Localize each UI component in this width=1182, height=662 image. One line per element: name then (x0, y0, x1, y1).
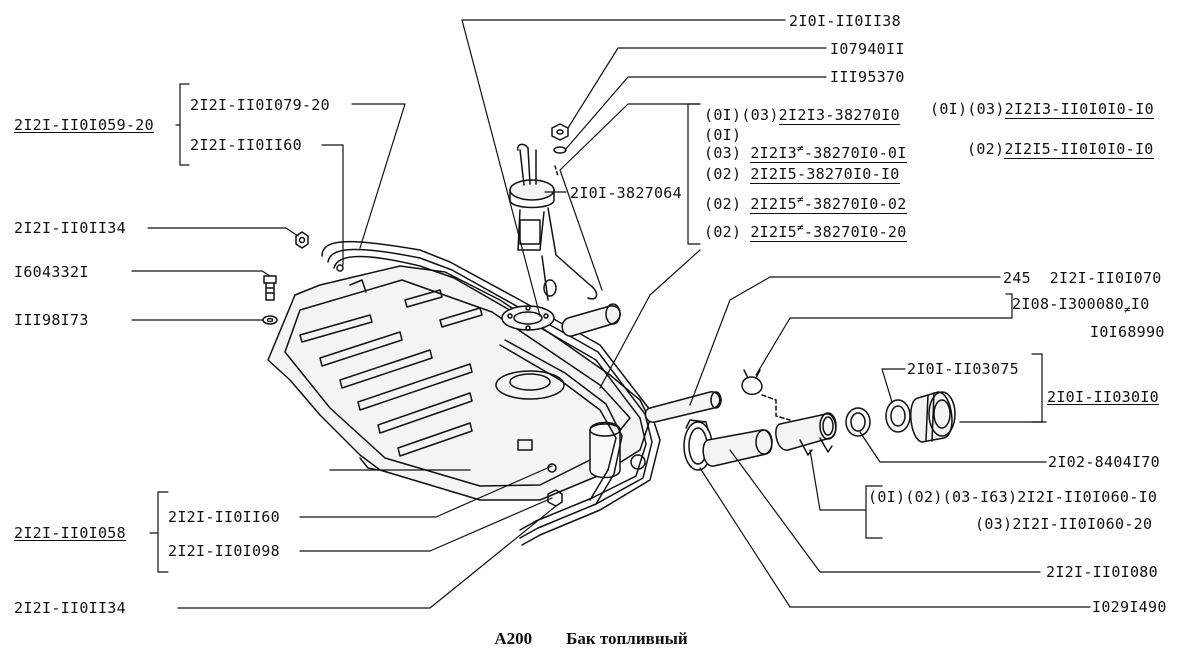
label-cap-gasket: 2I0I-II03075 (907, 360, 1019, 378)
sender-variant-3: (03) 2I2I3≠-38270I0-0I (704, 140, 907, 163)
filler-neck-assembly (644, 369, 956, 471)
label-cap: 2I0I-II030I0 (1047, 388, 1159, 406)
label-neck-variant-2: (03)2I2I-II0I060-20 (975, 515, 1153, 533)
sender-variant-6-mark: ≠ (796, 221, 804, 234)
label-hose-clamp: I029I490 (1092, 598, 1167, 616)
tank-variant-1-code: 2I2I3-II0I0I0-I0 (1004, 100, 1154, 119)
fuel-lines (321, 240, 661, 546)
tank-variant-1: (0I)(03)2I2I3-II0I0I0-I0 (930, 99, 1154, 119)
label-clamp-a: 2I08-I300080≠I0 (1012, 294, 1150, 316)
sender-variant-1: (0I)(03)2I2I3-38270I0 (704, 105, 900, 125)
caption-code: A200 (494, 629, 533, 648)
label-sub-bottom-1: 2I2I-II0II60 (168, 508, 280, 526)
sender-variant-1-prefix: (0I)(03) (704, 106, 779, 124)
sender-variant-4-code: 2I2I5-38270I0-I0 (750, 165, 900, 184)
label-sender-unit: 2I0I-3827064 (570, 184, 682, 202)
sender-variant-3-mark: ≠ (796, 142, 804, 155)
sender-variant-3-prefix: (03) (704, 144, 742, 162)
label-sub-top-1: 2I2I-II0I079-20 (190, 96, 330, 114)
sender-variant-1-code: 2I2I3-38270I0 (778, 106, 900, 125)
sender-variant-3-code-suffix: -38270I0-0I (803, 144, 907, 162)
sender-variant-2: (0I) (704, 125, 741, 145)
tank-variant-2: (02)2I2I5-II0I0I0-I0 (967, 139, 1154, 159)
label-bolt: I604332I (14, 263, 89, 281)
sender-variant-2-prefix: (0I) (704, 126, 742, 144)
sender-variant-5: (02) 2I2I5≠-38270I0-02 (704, 191, 907, 214)
sender-variant-6-prefix: (02) (704, 223, 742, 241)
tank-variant-1-prefix: (0I)(03) (930, 100, 1005, 118)
label-clamp-b: I0I68990 (1090, 323, 1165, 341)
label-sub-bottom-2: 2I2I-II0I098 (168, 542, 280, 560)
label-sender-nut: I07940II (830, 40, 905, 58)
sender-variant-6-code: 2I2I5 (750, 223, 797, 241)
sender-variant-4-prefix: (02) (704, 165, 742, 183)
caption-title: Бак топливный (566, 629, 688, 648)
fuel-tank-body (267, 265, 651, 501)
diagram-caption: A200 Бак топливный (0, 629, 1182, 649)
fuel-level-sender (501, 123, 621, 337)
label-sender-ring: 2I0I-II0II38 (789, 12, 901, 30)
sender-variant-5-code-suffix: -38270I0-02 (803, 195, 907, 213)
label-hose-pair: 245 2I2I-II0I070 (1003, 269, 1162, 287)
label-washer: III98I73 (14, 311, 89, 329)
label-grommet: 2I02-8404I70 (1048, 453, 1160, 471)
sender-variant-5-mark: ≠ (796, 193, 804, 206)
sender-variant-4: (02) 2I2I5-38270I0-I0 (704, 164, 900, 184)
label-nut-bottom: 2I2I-II0II34 (14, 599, 126, 617)
sender-variant-6: (02) 2I2I5≠-38270I0-20 (704, 219, 907, 242)
tank-variant-2-prefix: (02) (967, 140, 1005, 158)
label-clamp-a-mark: ≠ (1123, 303, 1131, 316)
sender-variant-6-code-suffix: -38270I0-20 (803, 223, 907, 241)
label-clamp-a-code: 2I08-I300080 (1012, 295, 1124, 313)
label-sub-top-2: 2I2I-II0II60 (190, 136, 302, 154)
label-hose: 2I2I-II0I080 (1046, 563, 1158, 581)
sender-variant-5-prefix: (02) (704, 195, 742, 213)
label-assembly-top: 2I2I-II0I059-20 (14, 116, 154, 134)
label-clamp-a-suffix: I0 (1130, 295, 1150, 313)
tank-variant-2-code: 2I2I5-II0I0I0-I0 (1004, 140, 1154, 159)
label-sender-washer: III95370 (830, 68, 905, 86)
sender-variant-3-code: 2I2I3 (750, 144, 797, 162)
leader-lines (131, 19, 1091, 609)
label-nut-top: 2I2I-II0II34 (14, 219, 126, 237)
label-neck-variant-1: (0I)(02)(03-I63)2I2I-II0I060-I0 (868, 488, 1158, 506)
sender-variant-5-code: 2I2I5 (750, 195, 797, 213)
label-assembly-bottom: 2I2I-II0I058 (14, 524, 126, 542)
